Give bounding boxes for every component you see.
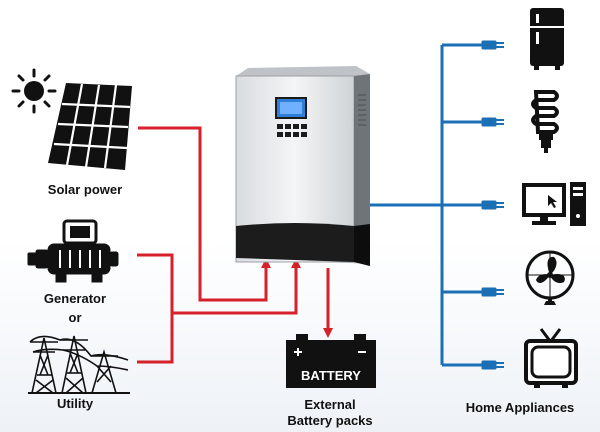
generator-wire: [137, 253, 301, 315]
fan-icon: [525, 250, 575, 305]
input-wires: [137, 126, 333, 364]
or-label: or: [68, 310, 82, 325]
external-battery-label-line2: Battery packs: [287, 413, 373, 428]
battery-icon: BATTERY: [286, 334, 376, 388]
home-appliances-label: Home Appliances: [465, 400, 575, 415]
utility-label: Utility: [56, 396, 94, 411]
sun-icon: [11, 68, 57, 114]
refrigerator-icon: [530, 8, 564, 70]
solar-wire: [138, 126, 271, 302]
inverter-icon: [235, 66, 370, 266]
generator-icon: [27, 219, 119, 283]
tower-left: [30, 337, 58, 394]
plug-fridge: [481, 40, 504, 50]
inverter-buttons: [277, 124, 307, 137]
utility-wire: [137, 313, 174, 364]
solar-power-label: Solar power: [47, 182, 123, 197]
output-wires: [370, 43, 482, 367]
plugs: [481, 40, 504, 370]
generator-label: Generator: [43, 291, 107, 306]
plug-fan: [481, 287, 504, 297]
tv-icon: [524, 328, 578, 388]
plug-tv: [481, 360, 504, 370]
tower-mid: [60, 335, 88, 394]
tower-right: [91, 349, 118, 394]
utility-tower-icon: [28, 335, 130, 394]
plug-computer: [481, 200, 504, 210]
computer-icon: [522, 182, 586, 226]
solar-panel-icon: [48, 83, 132, 170]
battery-text: BATTERY: [301, 368, 361, 383]
plug-bulb: [481, 117, 504, 127]
external-battery-label-line1: External: [304, 397, 356, 412]
light-bulb-icon: [531, 90, 559, 153]
